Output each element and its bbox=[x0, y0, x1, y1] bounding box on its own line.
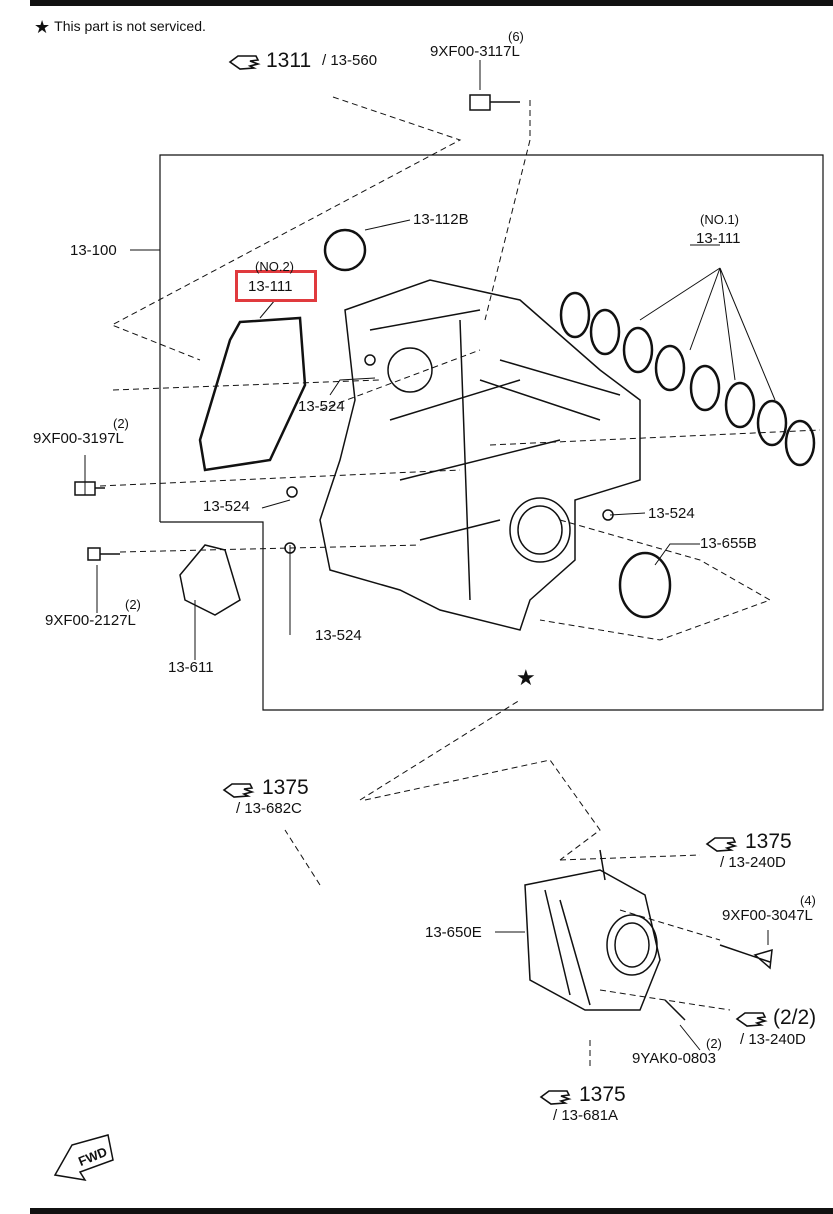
part-13-611[interactable]: 13-611 bbox=[168, 659, 214, 676]
bracket-13-611 bbox=[179, 544, 241, 616]
part-9xf00-2127l[interactable]: 9XF00-2127L bbox=[45, 612, 136, 629]
pointing-hand-icon bbox=[222, 783, 255, 798]
part-no1-13-111[interactable]: 13-111 bbox=[696, 230, 741, 247]
ref-1311-group[interactable]: 1311 bbox=[266, 49, 312, 72]
o-ring-13-112b bbox=[323, 228, 367, 272]
not-serviced-star-icon: ★ bbox=[516, 665, 536, 690]
part-13-524-d[interactable]: 13-524 bbox=[315, 627, 362, 644]
qty-9xf00-3117l: (6) bbox=[508, 29, 524, 44]
part-13-524-a[interactable]: 13-524 bbox=[298, 398, 345, 415]
ref-2-2-group[interactable]: (2/2) bbox=[773, 1006, 817, 1029]
note-text: This part is not serviced. bbox=[54, 18, 206, 34]
ref-1375-c-group[interactable]: 1375 bbox=[579, 1083, 626, 1106]
ref-1375-c-sub[interactable]: / 13-681A bbox=[553, 1107, 619, 1124]
part-9yak0-0803[interactable]: 9YAK0-0803 bbox=[632, 1050, 716, 1067]
pointing-hand-icon bbox=[735, 1012, 768, 1027]
qty-no1-13-111: (NO.1) bbox=[700, 212, 739, 227]
part-13-655b[interactable]: 13-655B bbox=[700, 535, 757, 552]
part-13-650e[interactable]: 13-650E bbox=[425, 924, 482, 941]
ref-1375-a-group[interactable]: 1375 bbox=[262, 776, 309, 799]
part-13-100[interactable]: 13-100 bbox=[70, 242, 117, 259]
part-9xf00-3117l[interactable]: 9XF00-3117L bbox=[430, 43, 520, 60]
part-9xf00-3047l[interactable]: 9XF00-3047L bbox=[722, 907, 813, 924]
intake-manifold bbox=[319, 279, 641, 631]
star-icon: ★ bbox=[34, 17, 51, 37]
part-9xf00-3197l[interactable]: 9XF00-3197L bbox=[33, 430, 124, 447]
gasket-13-655b bbox=[618, 551, 672, 619]
qty-9yak0-0803: (2) bbox=[706, 1036, 722, 1051]
part-13-524-b[interactable]: 13-524 bbox=[203, 498, 250, 515]
pointing-hand-icon bbox=[705, 837, 738, 852]
pointing-hand-icon bbox=[228, 55, 261, 70]
part-no2-13-111[interactable]: 13-111 bbox=[248, 278, 293, 295]
throttle-body bbox=[524, 849, 661, 1011]
qty-9xf00-3197l: (2) bbox=[113, 416, 129, 431]
assembly-frame bbox=[159, 154, 824, 711]
top-border bbox=[30, 0, 833, 6]
qty-9xf00-2127l: (2) bbox=[125, 597, 141, 612]
ref-1375-a-sub[interactable]: / 13-682C bbox=[236, 800, 302, 817]
not-serviced-note: ★This part is not serviced. bbox=[34, 17, 206, 38]
ref-1311-sub[interactable]: / 13-560 bbox=[322, 52, 378, 69]
bottom-border bbox=[30, 1208, 833, 1214]
pointing-hand-icon bbox=[539, 1090, 572, 1105]
ref-1375-b-sub[interactable]: / 13-240D bbox=[720, 854, 786, 871]
fwd-arrow bbox=[53, 1134, 114, 1182]
part-13-524-c[interactable]: 13-524 bbox=[648, 505, 695, 522]
gasket-no1 bbox=[559, 291, 816, 467]
highlight-box bbox=[235, 270, 317, 302]
part-13-112b[interactable]: 13-112B bbox=[413, 211, 469, 228]
ref-2-2-sub[interactable]: / 13-240D bbox=[740, 1031, 806, 1048]
qty-9xf00-3047l: (4) bbox=[800, 893, 816, 908]
gasket-no2 bbox=[198, 316, 307, 472]
ref-1375-b-group[interactable]: 1375 bbox=[745, 830, 792, 853]
qty-no2-13-111: (NO.2) bbox=[255, 259, 294, 274]
